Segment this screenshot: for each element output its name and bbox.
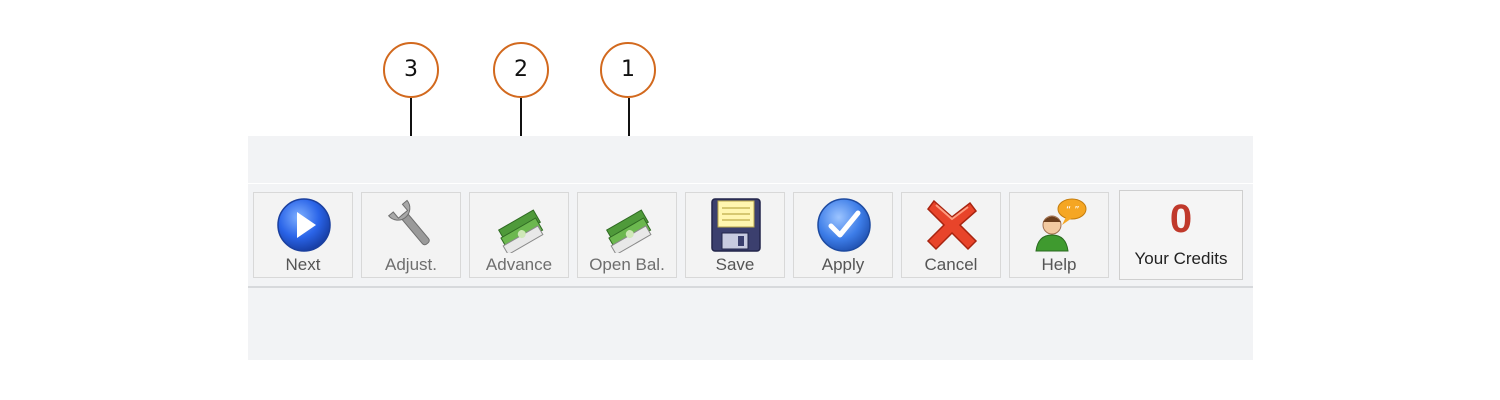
play-circle-icon xyxy=(277,198,331,252)
callout-3: 3 xyxy=(383,42,439,98)
callout-1: 1 xyxy=(600,42,656,98)
callout-number: 2 xyxy=(514,57,528,82)
panel-divider-bottom xyxy=(248,286,1253,288)
toolbar-panel: Next Adjust. Advance xyxy=(248,136,1253,360)
apply-label: Apply xyxy=(821,255,865,274)
save-label: Save xyxy=(715,255,755,274)
cancel-button[interactable]: Cancel xyxy=(901,192,1001,278)
open-balance-label: Open Bal. xyxy=(589,255,665,274)
help-label: Help xyxy=(1041,255,1077,274)
wrench-icon xyxy=(387,199,430,246)
panel-divider-top xyxy=(248,183,1253,184)
callout-number: 3 xyxy=(404,57,418,82)
checkmark-circle-icon xyxy=(817,198,871,252)
red-x-icon xyxy=(926,199,978,251)
help-person-icon: “ ” xyxy=(1035,198,1087,252)
advance-button[interactable]: Advance xyxy=(469,192,569,278)
adjust-button[interactable]: Adjust. xyxy=(361,192,461,278)
credits-count: 0 xyxy=(1169,197,1193,241)
apply-button[interactable]: Apply xyxy=(793,192,893,278)
money-stack-icon xyxy=(497,209,544,253)
callout-number: 1 xyxy=(621,57,635,82)
money-stack-icon xyxy=(605,209,652,253)
advance-label: Advance xyxy=(485,255,553,274)
callout-2: 2 xyxy=(493,42,549,98)
floppy-disk-icon xyxy=(711,198,761,252)
cancel-label: Cancel xyxy=(924,255,978,274)
credits-label: Your Credits xyxy=(1134,249,1228,268)
svg-text:“ ”: “ ” xyxy=(1066,205,1080,216)
next-button[interactable]: Next xyxy=(253,192,353,278)
adjust-label: Adjust. xyxy=(385,255,437,274)
credits-display: 0 Your Credits xyxy=(1119,190,1243,280)
help-button[interactable]: “ ” Help xyxy=(1009,192,1109,278)
open-balance-button[interactable]: Open Bal. xyxy=(577,192,677,278)
next-label: Next xyxy=(285,255,321,274)
save-button[interactable]: Save xyxy=(685,192,785,278)
